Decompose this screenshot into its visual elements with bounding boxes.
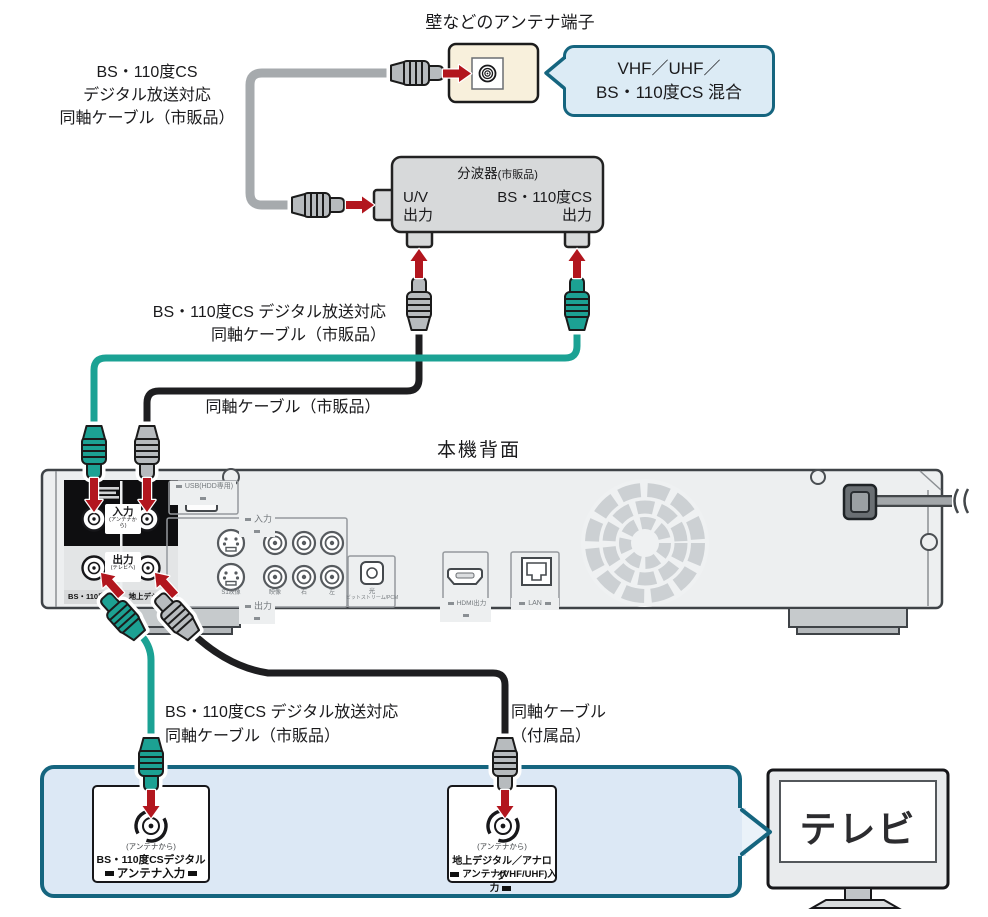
arrow-into-bs-tab [567, 247, 587, 280]
bs-antenna-in-jack [81, 506, 107, 532]
cable-label-bs-mid: BS・110度CS デジタル放送対応 同軸ケーブル（市販品） [106, 301, 386, 347]
wall-to-splitter-cable [245, 68, 391, 210]
wall-plate [447, 42, 540, 104]
bs-antenna-out-jack [81, 555, 107, 581]
callout-line2: BS・110度CS 混合 [595, 83, 743, 102]
rating-text-marks [97, 487, 119, 499]
optical-port-icon [360, 561, 384, 585]
rear-panel-caption: 本機背面 [437, 440, 522, 461]
td-bottom-line1: 同軸ケーブル [511, 704, 607, 721]
recorder-td-in-plug [135, 426, 159, 478]
bs-mid-line2: 同軸ケーブル（市販品） [210, 327, 386, 344]
tv-bs-line2: アンテナ入力 [94, 865, 208, 881]
antenna-output-sub: (テレビへ) [110, 565, 136, 571]
splitter-name: 分波器 [457, 166, 498, 181]
screws [222, 468, 938, 551]
video-out-jack [262, 564, 288, 590]
hdmi-label: HDMI出力 [440, 598, 491, 622]
arrow-into-wall [441, 63, 473, 84]
audio-left-out-jack [319, 564, 345, 590]
splitter-uv-output-label: U/V 出力 [403, 189, 483, 224]
audio-right-label: 右 [300, 590, 307, 596]
bs-bottom-line1: BS・110度CS デジタル放送対応 [165, 704, 399, 721]
cable-label-line: BS・110度CS [96, 64, 198, 81]
lan-port-icon [521, 557, 552, 586]
av-output-label: 出力 [239, 600, 275, 624]
antenna-terminal-block [64, 480, 178, 604]
lan-label: LAN [511, 598, 559, 610]
cooling-fan-icon [581, 479, 709, 607]
splitter-name-sub: (市販品) [497, 169, 538, 181]
optical-label: 光 [368, 588, 376, 595]
bs-mid-line1: BS・110度CS デジタル放送対応 [152, 304, 386, 321]
antenna-output-label: 出力 [112, 554, 134, 566]
audio-right-out-jack [291, 564, 317, 590]
tv-td-line2: アンテナ(VHF/UHF)入力 [445, 866, 559, 894]
wall-plug [391, 61, 443, 85]
wall-terminal-title: 壁などのアンテナ端子 [425, 13, 595, 32]
optical-sub-label: ビットストリーム/PCM [345, 595, 399, 601]
audio-right-in-jack [291, 530, 317, 556]
uv-line1: U/V [403, 189, 429, 206]
splitter-uv-plug [407, 278, 431, 330]
bs-line2: 出力 [561, 206, 592, 224]
usb-label: USB(HDD専用) [170, 481, 236, 505]
td-bottom-line2: （付属品） [511, 728, 592, 745]
bs-line1: BS・110度CS [497, 189, 592, 206]
arrow-into-splitter [344, 195, 376, 215]
tv-bs-line1: BS・110度CSデジタル [96, 854, 206, 866]
antenna-input-sub: (アンテナから) [109, 517, 137, 529]
mixed-signal-callout: VHF／UHF／ BS・110度CS 混合 [563, 45, 775, 117]
arrow-into-uv-tab [409, 247, 429, 280]
splitter-bs-tab [563, 226, 591, 249]
video-label: 映像 [268, 590, 281, 596]
power-cord [842, 483, 970, 521]
hdmi-port-icon [447, 568, 483, 585]
arrow-into-bs-input [84, 476, 104, 514]
recorder-bs-in-plug [82, 426, 106, 478]
splitter-bs-plug [565, 278, 589, 330]
arrow-into-td-input [137, 476, 157, 514]
splitter-uv-tab [405, 226, 434, 249]
splitter-bs-output-label: BS・110度CS 出力 [392, 189, 592, 224]
bs-to-tv-cable [136, 630, 155, 742]
av-input-label: 入力 [239, 513, 275, 537]
cable-label-line: デジタル放送対応 [83, 87, 211, 104]
audio-left-label: 左 [328, 590, 335, 596]
tv-bs-sub: (アンテナから) [126, 842, 176, 851]
callout-line1: VHF／UHF／ [617, 59, 721, 78]
cord-break-mark [953, 488, 970, 514]
splitter-title: 分波器(市販品) [392, 162, 603, 182]
terrestrial-column-label: 地上デジタル [128, 592, 174, 601]
s1-video-label: S1映像 [221, 590, 241, 596]
recorder-feet [111, 607, 908, 635]
bs-column-label: BS・110度CS [68, 592, 116, 601]
cable-label-bs-bottom: BS・110度CS デジタル放送対応 同軸ケーブル（市販品） [165, 701, 455, 749]
splitter-input-plug [292, 193, 344, 217]
power-socket [842, 483, 878, 521]
cable-label-line: 同軸ケーブル（市販品） [59, 110, 235, 127]
tv-td-sub: (アンテナから) [477, 842, 527, 851]
antenna-input-chip: 入力 (アンテナから) [105, 504, 141, 534]
antenna-input-label: 入力 [112, 506, 134, 518]
antenna-output-chip: 出力 (テレビへ) [105, 552, 141, 582]
cable-label-uv-mid: 同軸ケーブル（市販品） [205, 399, 381, 416]
tv-label: テレビ [799, 809, 917, 850]
bs-bottom-line2: 同軸ケーブル（市販品） [165, 728, 341, 745]
audio-left-in-jack [319, 530, 345, 556]
cable-label-bs-top: BS・110度CS デジタル放送対応 同軸ケーブル（市販品） [38, 61, 256, 130]
uv-line2: 出力 [403, 206, 434, 224]
cable-label-td-bottom: 同軸ケーブル （付属品） [511, 701, 651, 749]
wall-coax-socket-icon [478, 64, 497, 83]
